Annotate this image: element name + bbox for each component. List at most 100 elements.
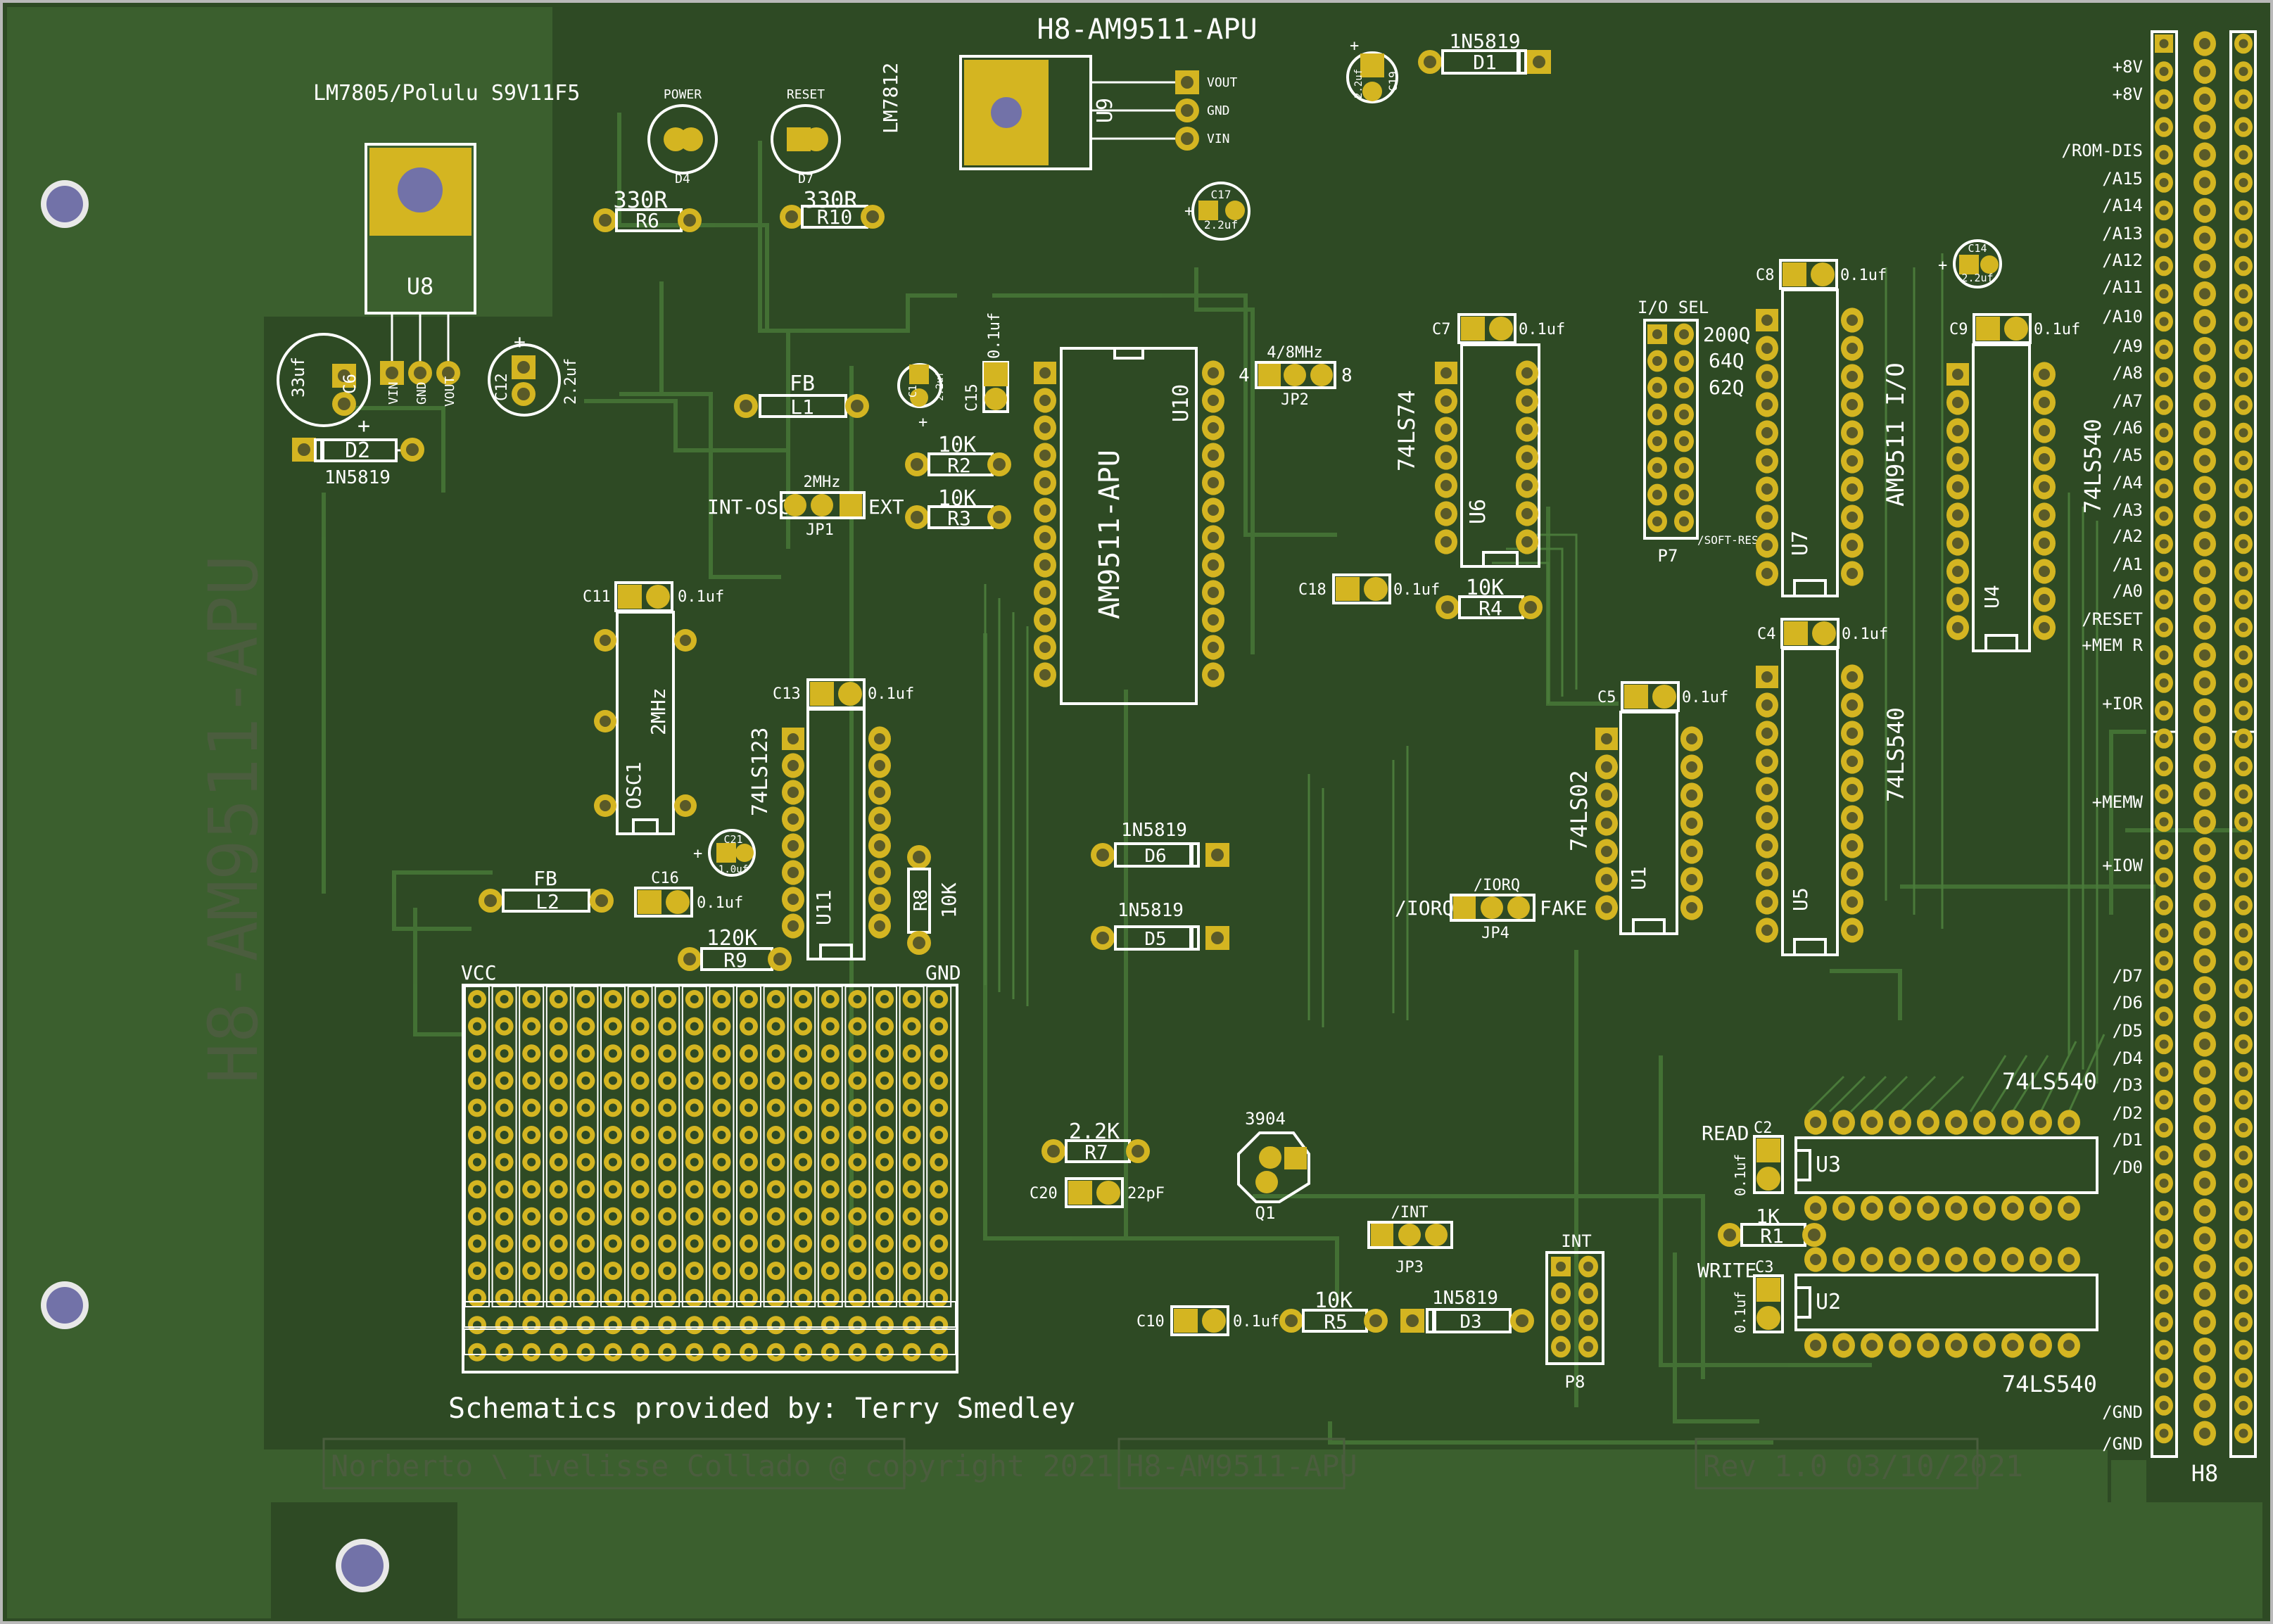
pad-hole	[2199, 927, 2210, 939]
jp1-ref: JP1	[806, 521, 834, 539]
ic-u5: 74LS540 U5	[1756, 647, 1909, 956]
proto-hole	[581, 1321, 590, 1330]
u1-ref: U1	[1627, 866, 1650, 890]
proto-hole	[853, 1049, 862, 1058]
pad-hole	[2239, 595, 2248, 604]
bus-signal-label: /A5	[2113, 445, 2143, 465]
regulator-u9: H8-AM9511-APU U9 VOUT GND VIN	[959, 13, 1258, 170]
bus-signal-label: +IOW	[2102, 856, 2143, 875]
pad-hole	[1761, 483, 1773, 495]
jp1-left: INT-OSC	[707, 495, 790, 519]
pad-hole	[1979, 1254, 1990, 1265]
cap-c14: C14 2.2uf +	[1938, 239, 2002, 288]
proto-hole	[635, 1157, 645, 1167]
proto-hole	[853, 1157, 862, 1167]
pad-hole	[2039, 425, 2050, 436]
led-power-label: POWER	[664, 87, 702, 102]
pad-hole	[2239, 1428, 2248, 1438]
pad-hole	[1847, 784, 1858, 795]
diode-d3: 1N5819 D3	[1400, 1288, 1534, 1333]
pad-hole	[874, 733, 885, 744]
vertical-title: H8-AM9511-APU	[194, 555, 273, 1084]
pad-hole	[1208, 395, 1219, 406]
proto-hole	[799, 1239, 808, 1248]
resistor-r2: 10K R2	[905, 433, 1011, 477]
proto-hole	[609, 1049, 617, 1058]
pad-hole	[1208, 587, 1219, 598]
proto-hole	[935, 1321, 944, 1330]
pad-hole	[2199, 65, 2210, 77]
bus-signal-label: +8V	[2113, 57, 2143, 77]
proto-hole	[690, 1157, 699, 1167]
proto-hole	[935, 1131, 944, 1139]
proto-hole	[717, 1212, 726, 1221]
pad-hole	[1686, 818, 1697, 829]
proto-hole	[690, 1076, 699, 1085]
pad-hole	[1208, 532, 1219, 543]
proto-hole	[690, 1293, 699, 1302]
pad-hole	[2039, 481, 2050, 493]
l2-value: FB	[533, 867, 557, 890]
header-p8[interactable]: INT P8	[1545, 1231, 1604, 1392]
pad-hole	[2199, 38, 2210, 49]
pad-hole	[2239, 205, 2248, 215]
proto-hole	[690, 1185, 699, 1194]
pad-hole	[787, 787, 799, 798]
proto-column	[872, 986, 897, 1307]
proto-hole	[717, 1321, 726, 1330]
pad-hole	[2239, 845, 2248, 854]
pad-hole	[1039, 532, 1051, 543]
jp4-right: FAKE	[1540, 896, 1587, 920]
jumper-jp4[interactable]: /IORQ /IORQ FAKE JP4	[1395, 877, 1587, 942]
pad-hole	[2239, 178, 2248, 187]
r8-value: 10K	[937, 882, 961, 918]
pad-hole	[1952, 369, 1963, 380]
r1-ref: R1	[1760, 1224, 1784, 1248]
proto-hole	[690, 1212, 699, 1221]
pad-hole	[2239, 1150, 2248, 1160]
proto-hole	[853, 1022, 862, 1031]
proto-hole	[663, 1321, 672, 1330]
pad-hole	[1952, 594, 1963, 605]
pad-hole	[2239, 289, 2248, 298]
pad-hole	[1441, 424, 1452, 435]
proto-area: VCC GND Schematics provided by: Terry Sm…	[448, 961, 1075, 1425]
proto-hole	[935, 1049, 944, 1058]
pad-hole	[2039, 509, 2050, 521]
pad-hole	[2199, 1288, 2210, 1300]
jumper-jp3[interactable]: /INT JP3	[1367, 1204, 1453, 1276]
led-reset-label: RESET	[787, 87, 825, 102]
proto-hole	[609, 1157, 617, 1167]
proto-hole	[935, 1293, 944, 1302]
pad-hole	[2159, 400, 2169, 410]
pad-hole	[1761, 784, 1773, 795]
pad-hole	[2159, 567, 2169, 576]
proto-hole	[635, 1267, 645, 1275]
jumper-jp2[interactable]: 4/8MHz 4 8 JP2	[1239, 344, 1353, 409]
pad-hole	[2159, 1039, 2169, 1049]
pad-hole	[1923, 1254, 1934, 1265]
proto-hole	[745, 1022, 753, 1031]
header-p7[interactable]: I/O SEL 200Q 64Q 62Q /SOFT-RESET P7	[1638, 298, 1772, 566]
d1-value: 1N5819	[1449, 30, 1520, 53]
pad-hole	[1847, 315, 1858, 326]
proto-column	[817, 986, 843, 1307]
c17-value: 2.2uf	[1204, 218, 1238, 231]
p7-opt-3: 62Q	[1709, 376, 1745, 399]
proto-hole	[690, 1049, 699, 1058]
pad-hole	[1686, 761, 1697, 773]
jumper-jp1[interactable]: 2MHz INT-OSC EXT JP1	[707, 474, 904, 539]
pad-hole	[1601, 733, 1612, 744]
c18-value: 0.1uf	[1393, 581, 1440, 599]
pad-hole	[1208, 422, 1219, 433]
pad-hole	[1039, 505, 1051, 516]
pad-hole	[2159, 817, 2169, 827]
proto-hole	[745, 995, 753, 1003]
proto-rail	[464, 1301, 956, 1328]
c10-value: 0.1uf	[1233, 1313, 1279, 1331]
pad-hole	[2159, 539, 2169, 549]
pad-hole	[1583, 1315, 1593, 1325]
proto-hole	[527, 1022, 536, 1031]
pad-hole	[2159, 873, 2169, 882]
pad-hole	[2199, 1233, 2210, 1245]
